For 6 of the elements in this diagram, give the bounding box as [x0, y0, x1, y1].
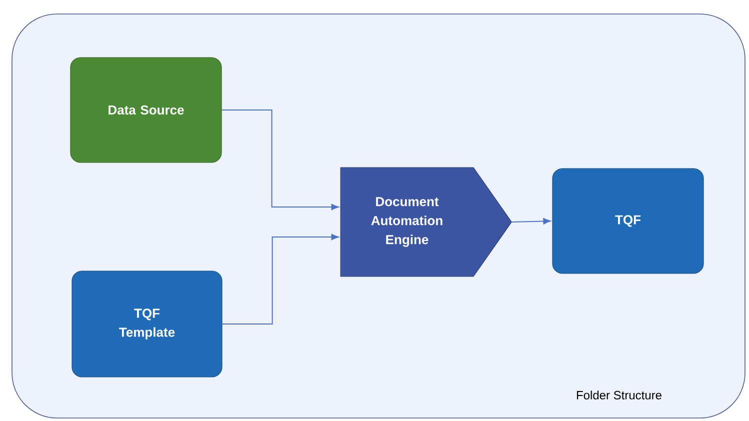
arrow — [511, 218, 551, 224]
process-box: TQF Template — [72, 270, 222, 378]
arrow — [221, 110, 339, 210]
source-box: Data Source — [70, 57, 222, 163]
arrow — [222, 234, 339, 324]
process-box: TQF — [552, 168, 704, 274]
